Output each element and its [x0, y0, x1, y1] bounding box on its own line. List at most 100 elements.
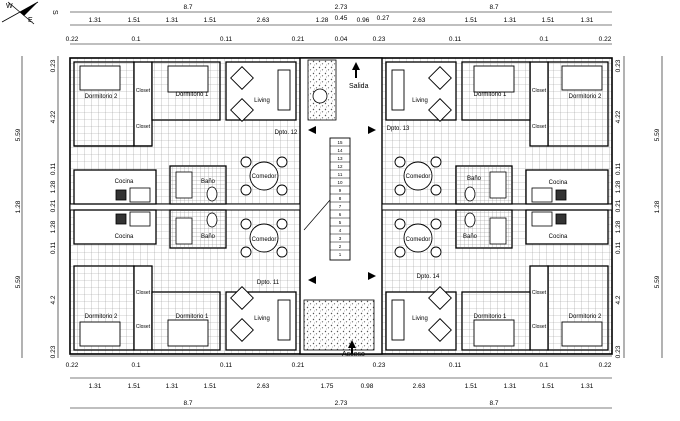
- arrow-up-icon: [352, 62, 360, 70]
- table: [403, 161, 433, 191]
- dim-text: 1.31: [166, 383, 179, 390]
- stair-step-label: 10: [337, 180, 343, 185]
- arrow-up-icon: [348, 340, 356, 348]
- dim-text: 0.1: [131, 36, 140, 43]
- room-label: Dormitorio 2: [85, 314, 118, 320]
- top-dim-row1: 8.7 2.73 8.7: [183, 4, 498, 11]
- dim-text: 1.31: [504, 17, 517, 24]
- room-label: Baño: [201, 179, 216, 185]
- dim-text: 0.11: [615, 242, 622, 255]
- dim-text: 1.28: [615, 180, 622, 193]
- stair-run: [329, 137, 351, 261]
- dim-text: 0.22: [599, 362, 612, 369]
- dim-text: 4.22: [615, 110, 622, 123]
- room-label: Dormitorio 2: [85, 94, 118, 100]
- arrow-left-icon: [308, 126, 316, 134]
- dim-text: 2.73: [335, 400, 348, 407]
- room-label: Dormitorio 1: [474, 314, 507, 320]
- dim-text: 1.51: [204, 17, 217, 24]
- bottom-dim-row1: 0.22 0.1 0.11 0.21 0.23 0.11 0.1 0.22: [66, 362, 612, 369]
- room-label: Dormitorio 1: [176, 314, 209, 320]
- dim-text: 1.51: [465, 383, 478, 390]
- dim-text: 0.21: [292, 36, 305, 43]
- room-label: Baño: [201, 234, 216, 240]
- dim-text: 1.28: [50, 220, 57, 233]
- room-label: Dormitorio 2: [569, 314, 602, 320]
- acceso-label: Acceso: [342, 351, 365, 358]
- dim-text: 0.23: [615, 345, 622, 358]
- dim-text: 1.28: [615, 220, 622, 233]
- dim-text: 4.2: [615, 295, 622, 304]
- unit-name: Dpto. 11: [257, 280, 280, 286]
- stair-step-label: 2: [339, 244, 342, 249]
- room-label: Living: [254, 98, 270, 104]
- dim-text: 0.11: [449, 362, 462, 369]
- room-label: Closet: [136, 88, 151, 94]
- unit-name: Dpto. 14: [417, 274, 440, 280]
- dim-text: 1.51: [128, 17, 141, 24]
- left-dim-inner: 0.23 4.22 0.11 1.28 0.21 1.28 0.11 4.2 0…: [50, 59, 57, 358]
- dim-text: 1.28: [15, 200, 22, 213]
- bed: [167, 319, 209, 347]
- dim-text: 2.63: [413, 383, 426, 390]
- stair-step-label: 6: [339, 212, 342, 217]
- dim-text: 0.1: [131, 362, 140, 369]
- dim-text: 0.11: [220, 36, 233, 43]
- dim-text: 8.7: [489, 4, 498, 11]
- room-label: Cocina: [549, 234, 568, 240]
- dim-text: 2.63: [257, 17, 270, 24]
- room-label: Cocina: [115, 179, 134, 185]
- right-dim-inner: 0.23 4.22 0.11 1.28 0.21 1.28 0.11 4.2 0…: [615, 59, 622, 358]
- dim-text: 5.59: [654, 275, 661, 288]
- dim-text: 0.27: [377, 15, 390, 22]
- stair-treads: [330, 145, 350, 251]
- dim-text: 0.11: [50, 163, 57, 176]
- dim-text: 1.51: [465, 17, 478, 24]
- dim-text: 4.22: [50, 110, 57, 123]
- compass-w: W: [6, 3, 13, 10]
- room-label: Closet: [532, 290, 547, 296]
- dim-text: 0.22: [66, 36, 79, 43]
- dim-text: 8.7: [183, 4, 192, 11]
- dim-text: 8.7: [183, 400, 192, 407]
- room-label: Comedor: [406, 237, 431, 243]
- dim-text: 0.23: [373, 362, 386, 369]
- left-dim-outer: 5.59 1.28 5.59: [15, 128, 22, 288]
- fixtures: [115, 171, 567, 245]
- right-dim-outer: 5.59 1.28 5.59: [654, 128, 661, 288]
- room-label: Living: [412, 316, 428, 322]
- stair-step-label: 7: [339, 204, 342, 209]
- unit-12-labels: Dormitorio 2 Dormitorio 1 Closet Closet …: [85, 88, 298, 185]
- dim-text: 0.22: [66, 362, 79, 369]
- room-label: Baño: [463, 234, 478, 240]
- bed: [561, 65, 603, 91]
- compass-rose: W E S: [1, 1, 58, 25]
- dim-text: 1.31: [89, 383, 102, 390]
- stair-step-label: 5: [339, 220, 342, 225]
- arrows: [308, 62, 376, 354]
- room-label: Baño: [467, 176, 482, 182]
- arrow-right-icon: [368, 272, 376, 280]
- dim-text: 1.51: [542, 383, 555, 390]
- dim-text: 1.31: [89, 17, 102, 24]
- dim-text: 0.23: [373, 36, 386, 43]
- stair-step-label: 15: [337, 140, 343, 145]
- bottom-dim-row3: 8.7 2.73 8.7: [183, 400, 498, 407]
- bottom-dimensions: [70, 355, 612, 409]
- stair-step-label: 8: [339, 196, 342, 201]
- dim-text: 1.31: [504, 383, 517, 390]
- room-label: Closet: [136, 124, 151, 130]
- arrow-right-icon: [368, 126, 376, 134]
- dim-text: 0.1: [539, 362, 548, 369]
- dim-text: 5.59: [15, 128, 22, 141]
- right-dimensions: [623, 56, 663, 358]
- bed: [473, 65, 515, 93]
- room-label: Closet: [136, 290, 151, 296]
- dim-text: 0.23: [615, 59, 622, 72]
- core: [303, 59, 375, 351]
- dim-text: 5.59: [654, 128, 661, 141]
- table: [249, 223, 279, 253]
- room-label: Closet: [532, 324, 547, 330]
- stair-step-label: 11: [338, 172, 343, 177]
